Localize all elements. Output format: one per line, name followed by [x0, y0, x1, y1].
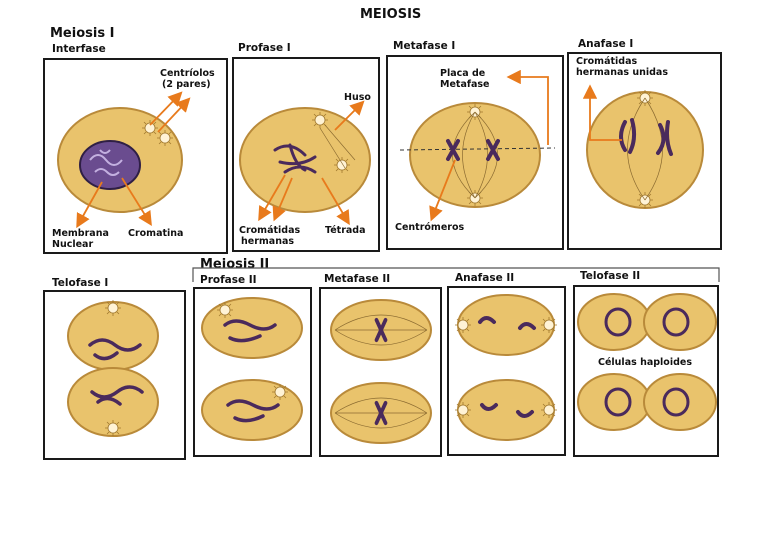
label-centromeros: Centrómeros [395, 222, 465, 233]
anafase-2-cell-top [457, 294, 555, 356]
interfase-nucleus [79, 140, 141, 190]
meiosis-2-bracket [192, 267, 720, 282]
label-celulas-haploides: Células haploides [598, 357, 692, 368]
label-nuclear: Nuclear [52, 239, 94, 250]
anafase-1-cell [586, 91, 704, 209]
diagram-title: MEIOSIS [360, 7, 422, 22]
label-placa: Placa de [440, 68, 486, 79]
stage-title-interfase: Interfase [52, 43, 106, 55]
metafase-1-cell [409, 102, 541, 208]
telofase-2-cell-2 [643, 293, 717, 351]
stage-title-anafase-2: Anafase II [455, 272, 515, 284]
stage-title-telofase-2: Telofase II [580, 270, 641, 282]
profase-2-cell-bottom [201, 379, 303, 441]
stage-title-profase-1: Profase I [238, 42, 291, 54]
label-membrana: Membrana [52, 228, 109, 239]
profase-2-cell-top [201, 297, 303, 359]
stage-title-anafase-1: Anafase I [578, 38, 634, 50]
label-cromatidas: Cromátidas [239, 225, 301, 236]
stage-title-telofase-1: Telofase I [52, 277, 109, 289]
stage-title-metafase-1: Metafase I [393, 40, 456, 52]
interfase-centriole [141, 119, 159, 137]
label-hermanas: hermanas [241, 236, 295, 247]
telofase-2-cell-4 [643, 373, 717, 431]
label-cromatina: Cromatina [128, 228, 184, 239]
stage-title-profase-2: Profase II [200, 274, 257, 286]
label-hermanas-unidas: hermanas unidas [576, 67, 668, 78]
label-huso: Huso [344, 92, 371, 103]
anafase-2-cell-bottom [457, 379, 555, 441]
label-metafase: Metafase [440, 79, 490, 90]
section-meiosis-1: Meiosis I [50, 26, 115, 41]
telofase-2-cell-3 [577, 373, 651, 431]
label-cromatidas-unidas: Cromátidas [576, 56, 638, 67]
label-tetrada: Tétrada [325, 225, 366, 236]
stage-title-metafase-2: Metafase II [324, 273, 391, 285]
profase-1-cell [239, 107, 371, 213]
label-centriolos-count: (2 pares) [162, 79, 211, 90]
telofase-2-cell-1 [577, 293, 651, 351]
label-centriolos: Centríolos [160, 68, 215, 79]
